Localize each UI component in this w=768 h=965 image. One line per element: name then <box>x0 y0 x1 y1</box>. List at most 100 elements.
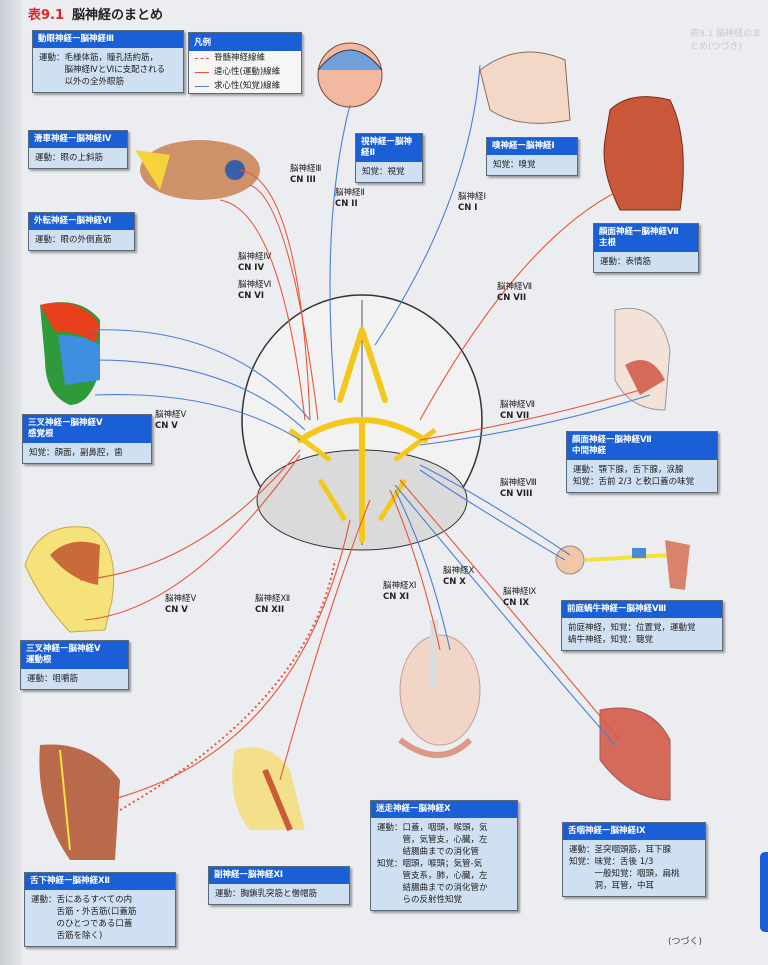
pharynx-illustration <box>599 707 671 801</box>
box-hypoglossal-cn12: 舌下神経ー脳神経Ⅻ 運動：舌にあるすべての内 舌筋・外舌筋(口蓋筋 のひとつである… <box>24 872 176 947</box>
neck-muscles-illustration <box>232 747 305 832</box>
inner-ear-illustration <box>555 540 690 590</box>
box-title: 外転神経ー脳神経Ⅵ <box>29 213 134 230</box>
box-title: 前庭蝸牛神経ー脳神経Ⅷ <box>562 601 722 618</box>
box-body: 運動：舌にあるすべての内 舌筋・外舌筋(口蓋筋 のひとつである口蓋 舌筋を除く) <box>31 895 137 941</box>
label-jp: 脳神経Ⅲ <box>290 164 322 174</box>
label-jp: 脳神経Ⅰ <box>458 192 487 202</box>
box-abducens-cn6: 外転神経ー脳神経Ⅵ 運動：眼の外側直筋 <box>28 212 135 251</box>
legend-title: 凡例 <box>189 33 301 51</box>
label-jp: 脳神経Ⅴ <box>165 594 197 604</box>
label-en: CN IX <box>503 598 530 608</box>
label-jp: 脳神経Ⅺ <box>383 581 417 591</box>
title-text: 脳神経のまとめ <box>72 8 164 23</box>
box-trigeminal-motor-cn5: 三叉神経ー脳神経Ⅴ 運動根運動：咀嚼筋 <box>20 640 129 690</box>
legend-label: 遠心性(運動)線維 <box>214 67 281 77</box>
legend: 凡例 脊髄神経線維 遠心性(運動)線維 求心性(知覚)線維 <box>188 32 302 94</box>
label-en: CN XII <box>255 605 285 615</box>
label-jp: 脳神経Ⅹ <box>443 566 475 576</box>
label-en: CN X <box>443 577 466 587</box>
legend-item-efferent: 遠心性(運動)線維 <box>189 65 301 79</box>
box-body: 運動：顎下腺，舌下腺，涙腺 知覚：舌前 2/3 と軟口蓋の味覚 <box>573 465 695 487</box>
box-title: 視神経ー脳神経Ⅱ <box>356 134 422 162</box>
box-title: 嗅神経ー脳神経Ⅰ <box>487 138 577 155</box>
box-title: 舌咽神経ー脳神経Ⅸ <box>563 823 705 840</box>
red-line-swatch <box>195 71 209 73</box>
legend-label: 脊髄神経線維 <box>214 53 266 63</box>
nasal-illustration <box>479 51 571 124</box>
label-en: CN VII <box>500 411 530 421</box>
box-trigeminal-sensory-cn5: 三叉神経ー脳神経Ⅴ 感覚根知覚：顔面，副鼻腔，歯 <box>22 414 152 464</box>
label-en: CN VII <box>497 293 527 303</box>
label-jp: 脳神経Ⅻ <box>255 594 291 604</box>
box-title: 滑車神経ー脳神経Ⅳ <box>29 131 127 148</box>
box-body: 運動：茎突咽頭筋，耳下腺 知覚：味覚：舌後 1/3 一般知覚：咽頭，扁桃 洞，耳… <box>569 845 680 891</box>
book-spine <box>0 0 22 965</box>
box-body: 運動：胸鎖乳突筋と僧帽筋 <box>215 889 318 899</box>
box-facial-main-cn7: 顔面神経ー脳神経Ⅶ 主根運動：表情筋 <box>593 223 699 273</box>
label-jp: 脳神経Ⅴ <box>155 410 187 420</box>
box-body: 知覚：嗅覚 <box>493 160 536 170</box>
blue-line-swatch <box>195 85 209 87</box>
label-en: CN VI <box>238 291 265 301</box>
label-en: CN VIII <box>500 489 533 499</box>
legend-item-afferent: 求心性(知覚)線維 <box>189 79 301 93</box>
head-muscles-illustration <box>603 96 684 211</box>
box-olfactory-cn1: 嗅神経ー脳神経Ⅰ 知覚：嗅覚 <box>486 137 578 176</box>
box-body: 運動：眼の外側直筋 <box>35 235 112 245</box>
box-body: 知覚：顔面，副鼻腔，歯 <box>29 448 123 458</box>
label-jp: 脳神経Ⅷ <box>500 478 537 488</box>
label-en: CN III <box>290 175 316 185</box>
label-jp: 脳神経Ⅸ <box>503 587 537 597</box>
eye-muscles-illustration <box>135 140 260 200</box>
continued-note: (つづく) <box>668 937 703 947</box>
neck-dissection-illustration <box>39 744 120 860</box>
label-jp: 脳神経Ⅱ <box>335 188 365 198</box>
box-title: 三叉神経ー脳神経Ⅴ 感覚根 <box>23 415 151 443</box>
box-vestibulocochlear-cn8: 前庭蝸牛神経ー脳神経Ⅷ 前庭神経，知覚：位置覚，運動覚 蝸牛神経，知覚：聴覚 <box>561 600 723 651</box>
box-title: 副神経ー脳神経Ⅺ <box>209 867 349 884</box>
box-glossopharyngeal-cn9: 舌咽神経ー脳神経Ⅸ 運動：茎突咽頭筋，耳下腺 知覚：味覚：舌後 1/3 一般知覚：… <box>562 822 706 897</box>
skull-illustration <box>24 526 115 633</box>
box-title: 顔面神経ー脳神経Ⅶ 中間神経 <box>567 432 717 460</box>
label-jp: 脳神経Ⅶ <box>500 400 536 410</box>
box-body: 運動：表情筋 <box>600 257 652 267</box>
box-title: 迷走神経ー脳神経Ⅹ <box>371 801 517 818</box>
brain-inferior-view-illustration <box>241 294 483 551</box>
box-body: 運動：咀嚼筋 <box>27 674 79 684</box>
legend-label: 求心性(知覚)線維 <box>214 81 281 91</box>
label-en: CN XI <box>383 592 410 602</box>
thoracic-organs-illustration <box>398 620 481 758</box>
box-body: 前庭神経，知覚：位置覚，運動覚 蝸牛神経，知覚：聴覚 <box>568 623 696 645</box>
label-jp: 脳神経Ⅵ <box>238 280 272 290</box>
label-en: CN I <box>458 203 478 213</box>
label-jp: 脳神経Ⅶ <box>497 282 533 292</box>
box-body: 運動：毛様体筋，瞳孔括約筋， 脳神経ⅣとⅥに支配される 以外の全外眼筋 <box>39 53 166 87</box>
box-body: 知覚：視覚 <box>362 167 405 177</box>
box-trochlear-cn4: 滑車神経ー脳神経Ⅳ 運動：眼の上斜筋 <box>28 130 128 169</box>
box-body: 運動：眼の上斜筋 <box>35 153 104 163</box>
legend-item-spinal: 脊髄神経線維 <box>189 51 301 65</box>
eyeball-illustration <box>317 42 383 108</box>
box-accessory-cn11: 副神経ー脳神経Ⅺ 運動：胸鎖乳突筋と僧帽筋 <box>208 866 350 905</box>
mouth-sagittal-illustration <box>614 307 671 411</box>
label-en: CN II <box>335 199 358 209</box>
box-title: 舌下神経ー脳神経Ⅻ <box>25 873 175 890</box>
chapter-tab <box>760 852 768 932</box>
label-jp: 脳神経Ⅳ <box>238 252 272 262</box>
